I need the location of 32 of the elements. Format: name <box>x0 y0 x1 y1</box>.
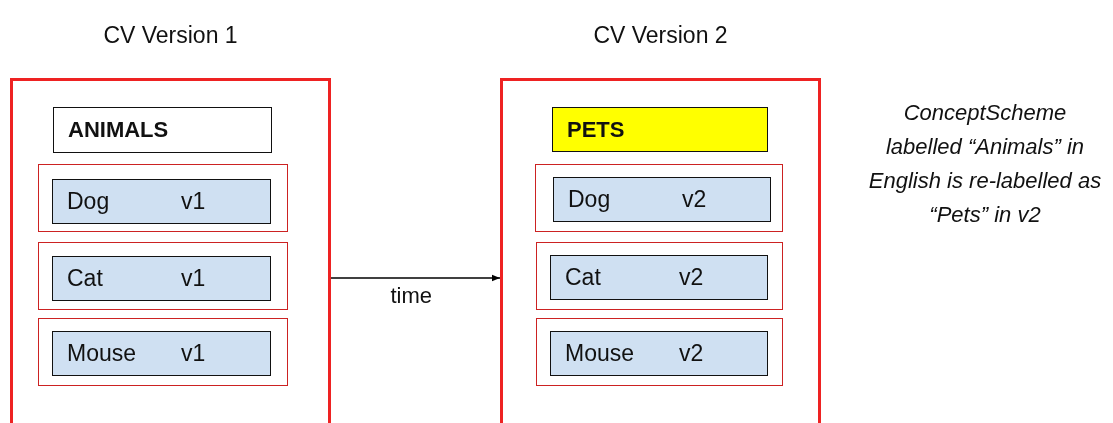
concept-frame <box>536 318 783 386</box>
version-tag: v1 <box>181 265 206 292</box>
version-tag: v2 <box>679 340 704 367</box>
version-tag: v1 <box>181 340 206 367</box>
version-tag: v1 <box>181 188 206 215</box>
concept-name: Mouse <box>565 340 635 367</box>
concept-box <box>550 255 768 300</box>
scheme-label-box <box>53 107 272 153</box>
concept-frame <box>38 164 288 232</box>
scheme-label: PETS <box>567 117 625 143</box>
concept-frame <box>535 164 783 232</box>
concept-name: Mouse <box>67 340 137 367</box>
concept-name: Cat <box>565 264 601 291</box>
version-heading: CV Version 1 <box>102 22 239 49</box>
version-tag: v2 <box>679 264 704 291</box>
concept-box <box>550 331 768 376</box>
arrow <box>330 274 501 282</box>
concept-box <box>52 256 271 301</box>
version-heading: CV Version 2 <box>592 22 729 49</box>
concept-frame <box>536 242 783 310</box>
concept-box <box>553 177 771 222</box>
concept-name: Dog <box>67 188 110 215</box>
scheme-label: ANIMALS <box>68 117 169 143</box>
concept-box <box>52 331 271 376</box>
concept-box <box>52 179 271 224</box>
concept-frame <box>38 318 288 386</box>
concept-name: Dog <box>568 186 611 213</box>
version-tag: v2 <box>682 186 707 213</box>
concept-name: Cat <box>67 265 103 292</box>
concept-frame <box>38 242 288 310</box>
annotation-note: ConceptScheme labelled “Animals” in English is re-labelled as “Pets” in v2 <box>867 99 1103 229</box>
scheme-label-box <box>552 107 768 152</box>
